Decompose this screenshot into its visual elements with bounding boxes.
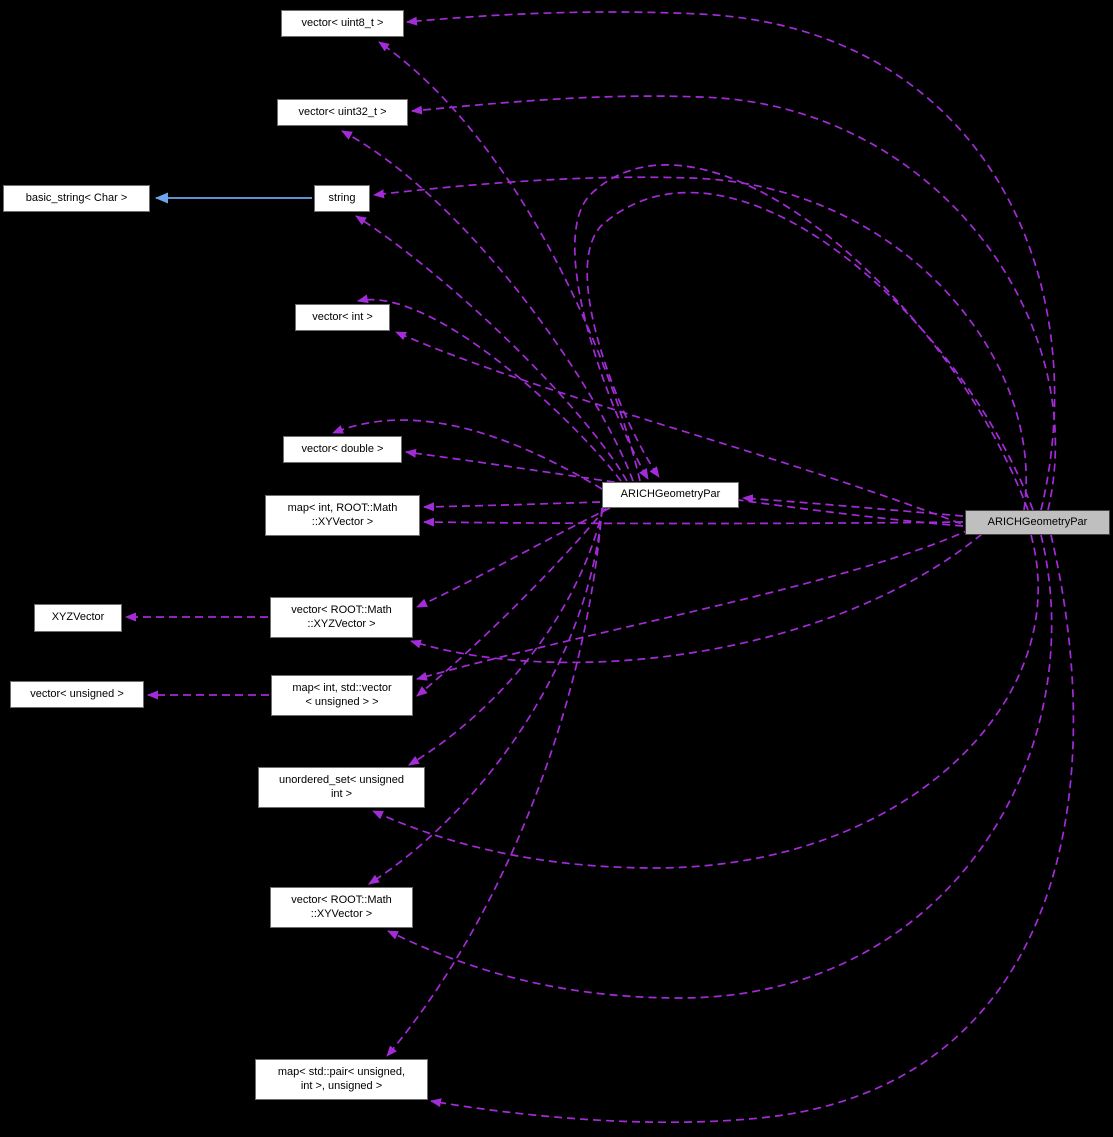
edge-inner-to-map-int-vector-unsigned	[416, 507, 607, 697]
edge-main-to-unordered-set	[372, 534, 1040, 869]
node-label: ARICHGeometryPar	[987, 515, 1088, 528]
edge-main-to-inner-right	[742, 494, 964, 517]
node-label: XYZVector	[51, 611, 105, 624]
node-label: vector< ROOT::Math ::XYZVector >	[291, 604, 392, 630]
edge-main-to-vector-uint32	[411, 95, 1057, 511]
node-arich-geometry-par-main[interactable]: ARICHGeometryPar	[965, 510, 1110, 535]
node-map-int-vector-unsigned[interactable]: map< int, std::vector < unsigned > >	[271, 675, 413, 716]
edge-main-to-vector-int	[395, 331, 986, 534]
edge-inner-to-vector-uint8	[378, 41, 641, 482]
edge-main-to-vector-xyzvector	[410, 533, 983, 664]
node-arich-geometry-par-inner[interactable]: ARICHGeometryPar	[602, 482, 739, 508]
edge-main-to-map-int-vector-unsigned	[416, 528, 972, 681]
node-xyzvector[interactable]: XYZVector	[34, 604, 122, 632]
node-label: map< int, std::vector < unsigned > >	[292, 682, 392, 708]
node-vector-unsigned[interactable]: vector< unsigned >	[10, 681, 144, 708]
node-label: vector< ROOT::Math ::XYVector >	[291, 894, 392, 920]
node-vector-uint32[interactable]: vector< uint32_t >	[277, 99, 408, 126]
node-basic-string-char[interactable]: basic_string< Char >	[3, 185, 150, 212]
node-vector-uint8[interactable]: vector< uint8_t >	[281, 10, 404, 37]
edge-main-to-vector-xyvector	[387, 534, 1053, 999]
edge-inner-to-vector-int	[357, 294, 622, 482]
node-vector-double[interactable]: vector< double >	[283, 436, 402, 463]
node-label: string	[328, 191, 356, 204]
node-string[interactable]: string	[314, 185, 370, 212]
edge-inner-to-string	[355, 215, 628, 482]
node-vector-int[interactable]: vector< int >	[295, 304, 390, 331]
edge-inner-to-vector-uint32	[341, 130, 634, 482]
edge-main-to-vector-uint8	[406, 11, 1056, 511]
edge-main-to-string	[373, 176, 1027, 511]
node-map-pair-unsigned-int[interactable]: map< std::pair< unsigned, int >, unsigne…	[255, 1059, 428, 1100]
edge-inner-to-vector-double	[332, 419, 603, 490]
node-label: map< int, ROOT::Math ::XYVector >	[287, 502, 398, 528]
edge-main-to-map-pair	[430, 534, 1075, 1124]
node-label: vector< uint32_t >	[298, 105, 387, 118]
node-label: map< std::pair< unsigned, int >, unsigne…	[277, 1066, 406, 1092]
node-label: vector< unsigned >	[30, 687, 124, 700]
node-label: vector< uint8_t >	[301, 16, 384, 29]
node-unordered-set-unsigned-int[interactable]: unordered_set< unsigned int >	[258, 767, 425, 808]
edge-inner-to-unordered-set	[408, 507, 604, 766]
edge-inner-to-vector-xyzvector	[416, 507, 611, 608]
edge-main-to-map-int-xyvector	[423, 517, 964, 527]
edge-main-to-inner-top-1	[573, 164, 1029, 511]
node-label: vector< double >	[301, 442, 384, 455]
edge-main-to-inner-top-2	[586, 191, 1034, 511]
node-label: unordered_set< unsigned int >	[278, 774, 405, 800]
node-label: vector< int >	[312, 310, 373, 323]
node-label: basic_string< Char >	[25, 191, 128, 204]
node-vector-xyvector[interactable]: vector< ROOT::Math ::XYVector >	[270, 887, 413, 928]
node-vector-xyzvector[interactable]: vector< ROOT::Math ::XYZVector >	[270, 597, 413, 638]
edge-inner-to-map-pair	[386, 508, 603, 1057]
edge-inner-to-map-int-xyvector	[423, 501, 601, 512]
node-label: ARICHGeometryPar	[620, 488, 721, 501]
node-map-int-xyvector[interactable]: map< int, ROOT::Math ::XYVector >	[265, 495, 420, 536]
